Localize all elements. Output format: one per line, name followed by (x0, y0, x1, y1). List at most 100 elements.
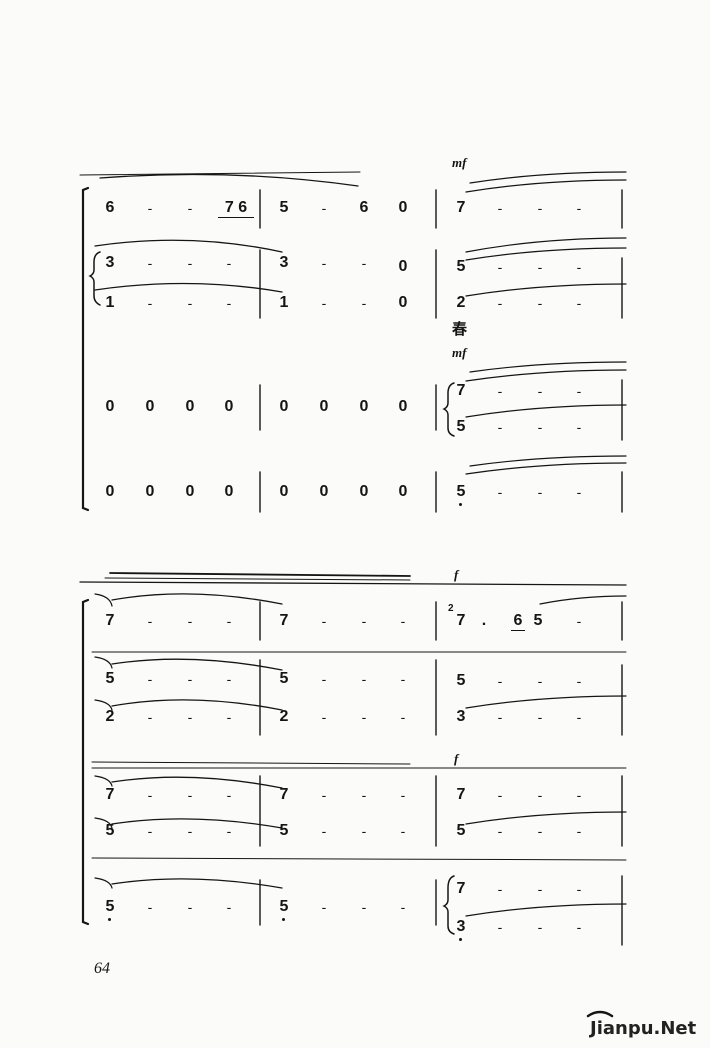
dash: - (361, 899, 367, 915)
note: 6 (359, 199, 369, 216)
system-bracket (81, 598, 90, 926)
note: 7 (456, 612, 466, 629)
note-dot: . (481, 612, 487, 629)
dash: - (226, 787, 232, 803)
dash: - (576, 295, 582, 311)
note: 5 (533, 612, 543, 629)
dash: - (361, 671, 367, 687)
note: 7 (279, 786, 289, 803)
dash: - (537, 200, 543, 216)
dash: - (497, 919, 503, 935)
dash: - (147, 295, 153, 311)
dash: - (226, 823, 232, 839)
dash: - (497, 295, 503, 311)
dash: - (537, 823, 543, 839)
dash: - (497, 259, 503, 275)
dash: - (361, 255, 367, 271)
note: 2 (279, 708, 289, 725)
dash: - (187, 255, 193, 271)
note: 0 (359, 483, 369, 500)
dash: - (321, 787, 327, 803)
dash: - (497, 673, 503, 689)
note-low: 5 (277, 899, 291, 921)
note: 1 (105, 294, 115, 311)
note: 3 (456, 708, 466, 725)
dash: - (147, 613, 153, 629)
dash: - (497, 484, 503, 500)
note: 5 (279, 822, 289, 839)
note: 0 (279, 483, 289, 500)
note: 0 (145, 398, 155, 415)
dash: - (187, 709, 193, 725)
note: 0 (279, 398, 289, 415)
note: 7 (456, 199, 466, 216)
dash: - (576, 383, 582, 399)
dash: - (361, 823, 367, 839)
dash: - (576, 259, 582, 275)
dash: - (576, 787, 582, 803)
system-bracket (81, 186, 90, 512)
note: 2 (105, 708, 115, 725)
dash: - (576, 200, 582, 216)
note: 6 (511, 613, 525, 631)
watermark: Jianpu.Net (590, 1018, 697, 1039)
dash: - (537, 484, 543, 500)
dash: - (147, 823, 153, 839)
dash: - (187, 823, 193, 839)
note: 5 (456, 672, 466, 689)
dash: - (147, 899, 153, 915)
dash: - (226, 613, 232, 629)
dash: - (537, 383, 543, 399)
note: 7 (105, 786, 115, 803)
note-low: 5 (454, 484, 468, 506)
dash: - (361, 295, 367, 311)
note: 0 (398, 483, 408, 500)
dash: - (147, 709, 153, 725)
note: 0 (359, 398, 369, 415)
note: 0 (185, 483, 195, 500)
grace-note: 2 (448, 603, 454, 614)
dash: - (361, 787, 367, 803)
note: 0 (105, 483, 115, 500)
dash: - (497, 200, 503, 216)
dash: - (400, 787, 406, 803)
dynamic-mf: mf (452, 155, 467, 170)
dash: - (226, 671, 232, 687)
note: 0 (185, 398, 195, 415)
dynamic-f: f (454, 567, 459, 582)
dash: - (187, 295, 193, 311)
note: 0 (398, 294, 408, 311)
dash: - (576, 673, 582, 689)
note: 5 (105, 822, 115, 839)
dash: - (537, 673, 543, 689)
dash: - (361, 613, 367, 629)
dash: - (537, 259, 543, 275)
dash: - (537, 787, 543, 803)
dash: - (537, 419, 543, 435)
note-low: 3 (454, 919, 468, 941)
dash: - (226, 255, 232, 271)
note-group: 7 6 (218, 200, 254, 218)
note: 3 (105, 254, 115, 271)
dash: - (497, 709, 503, 725)
dash: - (537, 881, 543, 897)
note: 2 (456, 294, 466, 311)
dash: - (576, 484, 582, 500)
dash: - (576, 881, 582, 897)
dash: - (187, 613, 193, 629)
note: 7 (456, 786, 466, 803)
dash: - (400, 899, 406, 915)
note-low: 5 (103, 899, 117, 921)
dash: - (576, 613, 582, 629)
dash: - (321, 823, 327, 839)
dash: - (147, 787, 153, 803)
dash: - (497, 787, 503, 803)
dynamic-f: f (454, 751, 459, 766)
dash: - (226, 295, 232, 311)
dash: - (361, 709, 367, 725)
note: 5 (105, 670, 115, 687)
dash: - (400, 709, 406, 725)
dash: - (321, 200, 327, 216)
dash: - (226, 709, 232, 725)
